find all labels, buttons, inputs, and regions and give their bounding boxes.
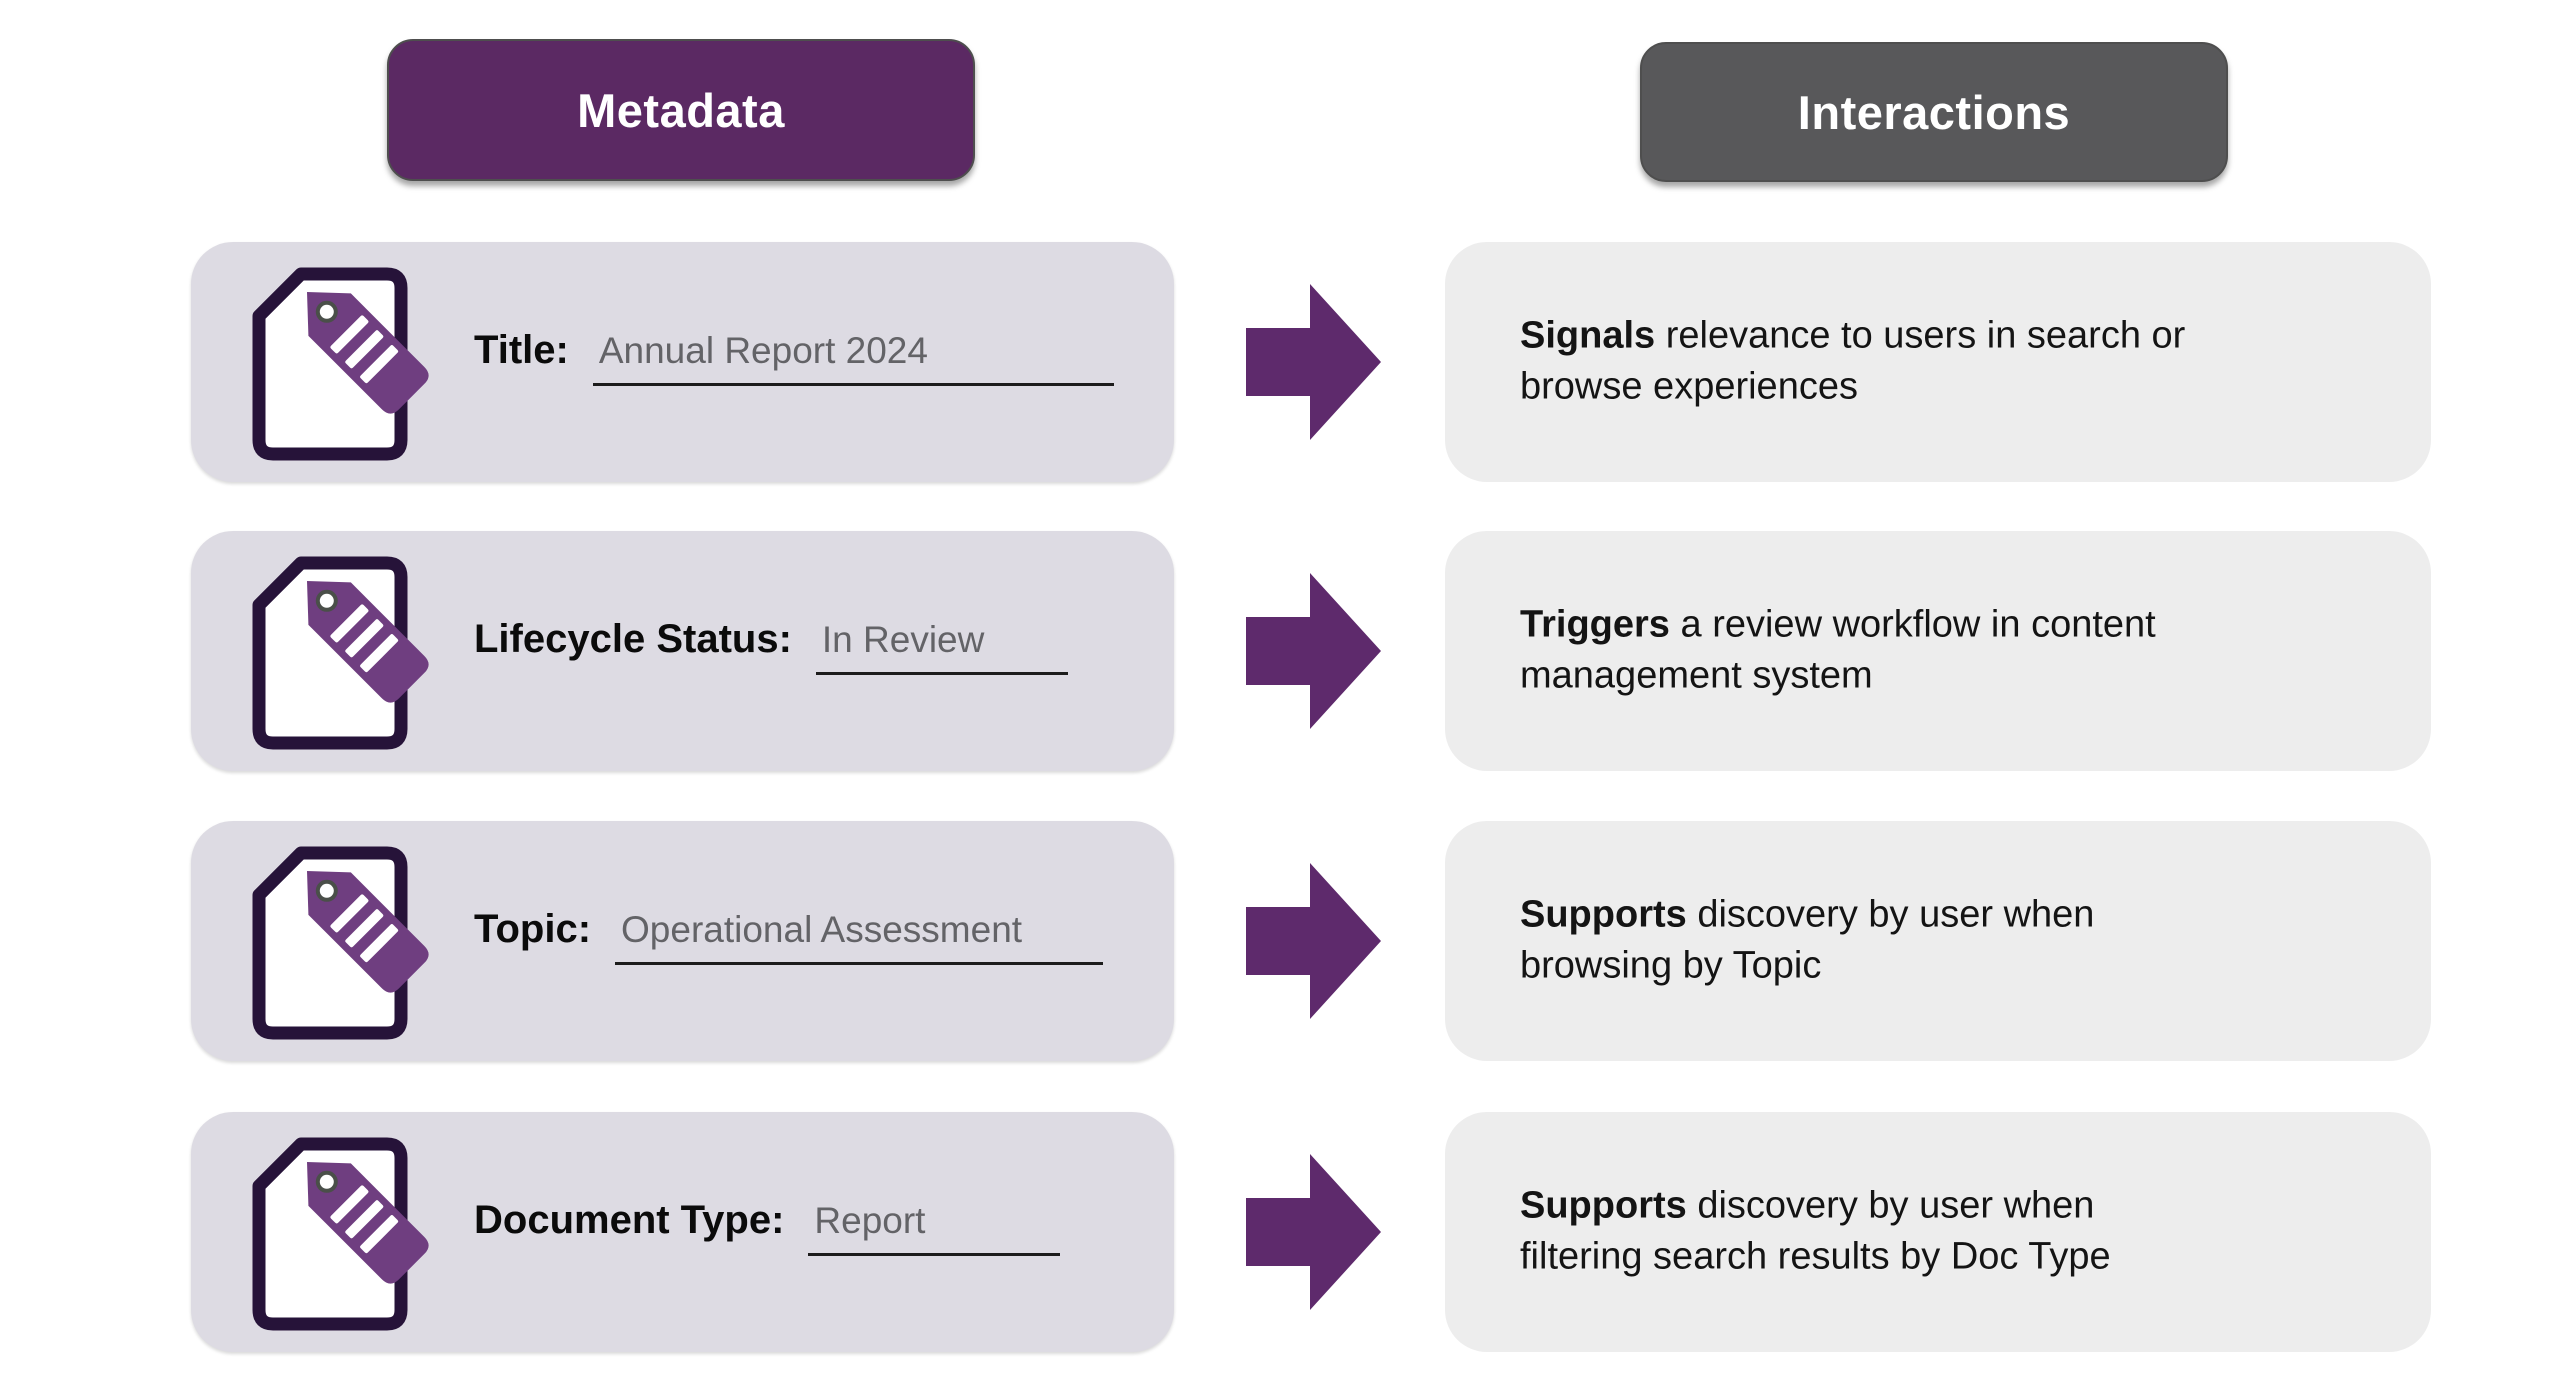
interaction-line2: filtering search results by Doc Type	[1520, 1236, 2111, 1278]
interaction-rest: a review workflow in content	[1669, 603, 2156, 646]
metadata-header-label: Metadata	[577, 83, 785, 137]
interaction-text: Triggers a review workflow in content ma…	[1520, 600, 2380, 703]
interaction-rest: relevance to users in search or	[1655, 314, 2186, 357]
interaction-line2: management system	[1520, 655, 1873, 697]
diagram-row: Document Type: Report Supports discovery…	[0, 1112, 2560, 1352]
interaction-keyword: Triggers	[1520, 603, 1670, 646]
arrow-right-icon	[1246, 284, 1381, 440]
interaction-card: Supports discovery by user when browsing…	[1445, 821, 2431, 1061]
metadata-field: Topic: Operational Assessment	[474, 905, 1104, 966]
arrow-right-icon	[1246, 1154, 1381, 1310]
interactions-header-label: Interactions	[1797, 85, 2071, 139]
metadata-card: Title: Annual Report 2024	[191, 242, 1174, 482]
metadata-card: Document Type: Report	[191, 1112, 1174, 1352]
arrow-right-icon	[1246, 863, 1381, 1019]
interactions-header-badge: Interactions	[1640, 42, 2228, 182]
metadata-field: Title: Annual Report 2024	[474, 326, 1114, 387]
field-value: In Review	[815, 618, 1068, 676]
interaction-keyword: Supports	[1520, 893, 1687, 936]
interaction-text: Supports discovery by user when filterin…	[1520, 1181, 2380, 1284]
interaction-text: Signals relevance to users in search or …	[1520, 311, 2380, 414]
document-tag-icon	[252, 267, 429, 461]
interaction-line2: browse experiences	[1520, 366, 1858, 408]
diagram-row: Lifecycle Status: In Review Triggers a r…	[0, 531, 2560, 771]
interaction-rest: discovery by user when	[1686, 1184, 2095, 1227]
field-label: Document Type:	[474, 1198, 785, 1242]
interaction-card: Triggers a review workflow in content ma…	[1445, 531, 2431, 771]
field-value: Report	[808, 1199, 1061, 1257]
interaction-rest: discovery by user when	[1686, 893, 2095, 936]
metadata-card: Lifecycle Status: In Review	[191, 531, 1174, 771]
metadata-field: Lifecycle Status: In Review	[474, 615, 1068, 676]
metadata-header-badge: Metadata	[387, 39, 975, 181]
field-label: Topic:	[474, 907, 592, 951]
interaction-keyword: Signals	[1520, 314, 1656, 357]
metadata-card: Topic: Operational Assessment	[191, 821, 1174, 1061]
interaction-text: Supports discovery by user when browsing…	[1520, 890, 2380, 993]
document-tag-icon	[252, 556, 429, 750]
document-tag-icon	[252, 1137, 429, 1331]
interaction-card: Supports discovery by user when filterin…	[1445, 1112, 2431, 1352]
arrow-right-icon	[1246, 573, 1381, 729]
interaction-keyword: Supports	[1520, 1184, 1687, 1227]
field-value: Operational Assessment	[615, 908, 1104, 966]
field-value: Annual Report 2024	[592, 329, 1114, 387]
diagram-row: Title: Annual Report 2024 Signals releva…	[0, 242, 2560, 482]
metadata-field: Document Type: Report	[474, 1196, 1061, 1257]
interaction-line2: browsing by Topic	[1520, 945, 1822, 987]
interaction-card: Signals relevance to users in search or …	[1445, 242, 2431, 482]
field-label: Title:	[474, 328, 569, 372]
field-label: Lifecycle Status:	[474, 617, 792, 661]
diagram-row: Topic: Operational Assessment Supports d…	[0, 821, 2560, 1061]
document-tag-icon	[252, 846, 429, 1040]
